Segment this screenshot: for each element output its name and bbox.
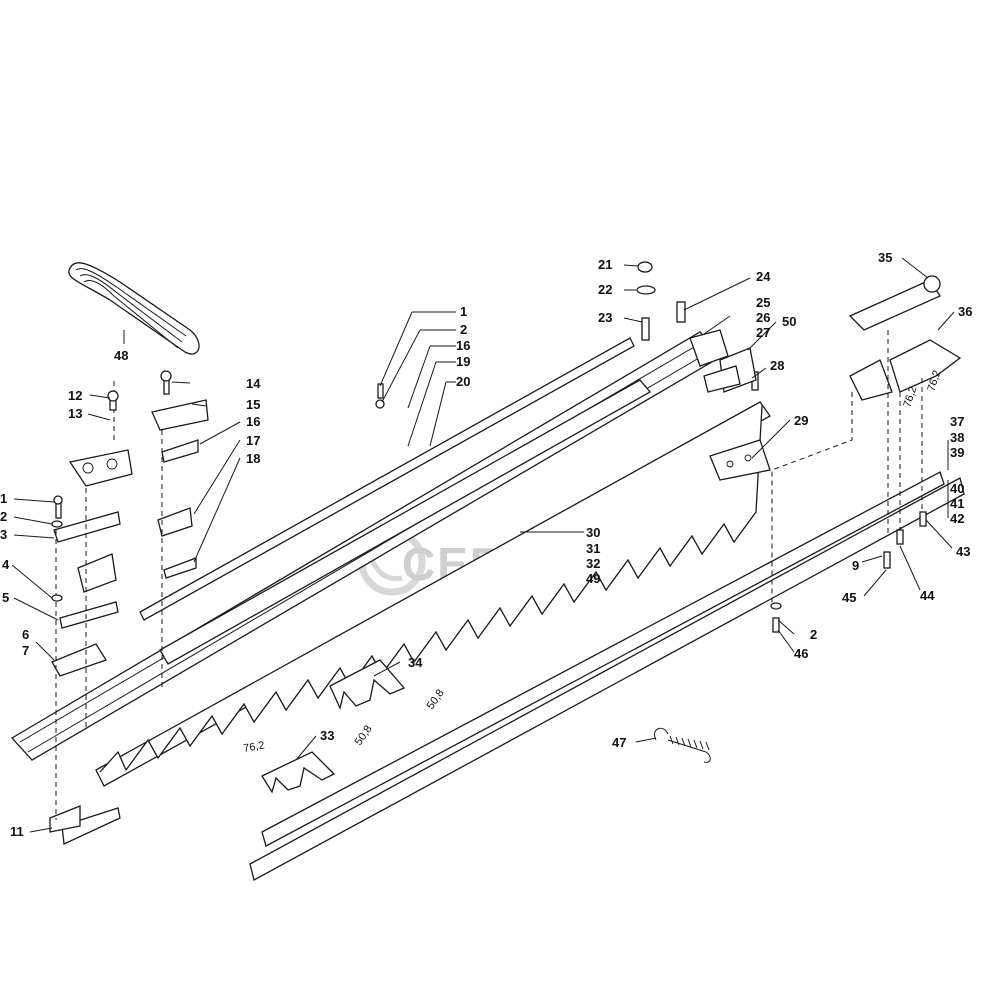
callout-30: 30: [586, 525, 600, 540]
callout-17: 17: [246, 433, 260, 448]
callout-28: 28: [770, 358, 784, 373]
callout-2-center: 2: [460, 322, 467, 337]
dimension-76-2-a: 76,2: [242, 739, 265, 755]
callout-33: 33: [320, 728, 334, 743]
callout-50: 50: [782, 314, 796, 329]
callout-25: 25: [756, 295, 770, 310]
callout-13: 13: [68, 406, 82, 421]
callout-11: 11: [10, 824, 24, 839]
left-end-parts: [49, 380, 209, 845]
callout-1-left: 1: [0, 491, 7, 506]
callout-40: 40: [950, 481, 964, 496]
callout-12: 12: [68, 388, 82, 403]
callout-1-center: 1: [460, 304, 467, 319]
callout-16-left: 16: [246, 414, 260, 429]
callout-48: 48: [114, 348, 128, 363]
callout-22: 22: [598, 282, 612, 297]
callout-6: 6: [22, 627, 29, 642]
callout-2-right: 2: [810, 627, 817, 642]
callout-32: 32: [586, 556, 600, 571]
callout-4: 4: [2, 557, 10, 572]
finger-bar: [95, 401, 771, 787]
callout-37: 37: [950, 414, 964, 429]
callout-16-center: 16: [456, 338, 470, 353]
callout-42: 42: [950, 511, 964, 526]
callout-46: 46: [794, 646, 808, 661]
callout-34: 34: [408, 655, 423, 670]
callout-5: 5: [2, 590, 9, 605]
right-end-parts: [689, 275, 962, 604]
callout-35: 35: [878, 250, 892, 265]
callout-14: 14: [246, 376, 261, 391]
leader-lines: [11, 257, 955, 833]
callout-21: 21: [598, 257, 612, 272]
callout-20: 20: [456, 374, 470, 389]
callout-24: 24: [756, 269, 771, 284]
dimension-50-8-b: 50,8: [425, 687, 447, 711]
callout-27: 27: [756, 325, 770, 340]
callout-26: 26: [756, 310, 770, 325]
callout-23: 23: [598, 310, 612, 325]
spring-47: [654, 727, 711, 763]
knife-back-upper: [261, 471, 945, 847]
callout-39: 39: [950, 445, 964, 460]
callout-31: 31: [586, 541, 600, 556]
callout-29: 29: [794, 413, 808, 428]
callout-41: 41: [950, 496, 964, 511]
callout-19: 19: [456, 354, 470, 369]
callout-44: 44: [920, 588, 935, 603]
callout-43: 43: [956, 544, 970, 559]
callout-3: 3: [0, 527, 7, 542]
dimension-50-8-a: 50,8: [353, 723, 375, 747]
callout-36: 36: [958, 304, 972, 319]
callout-9: 9: [852, 558, 859, 573]
callout-38: 38: [950, 430, 964, 445]
cutter-bar: [10, 331, 724, 761]
callout-15: 15: [246, 397, 260, 412]
knife-sections: [261, 659, 406, 794]
callout-45: 45: [842, 590, 856, 605]
knife-back-lower: [249, 477, 965, 881]
callout-18: 18: [246, 451, 260, 466]
callout-2-left: 2: [0, 509, 7, 524]
callout-49: 49: [586, 571, 600, 586]
callout-7: 7: [22, 643, 29, 658]
callout-47: 47: [612, 735, 626, 750]
callout-labels: 48 12 13 14 15 16 17 18 1 2 16 19 20 1 2…: [0, 250, 972, 839]
belt-48: [68, 262, 200, 355]
